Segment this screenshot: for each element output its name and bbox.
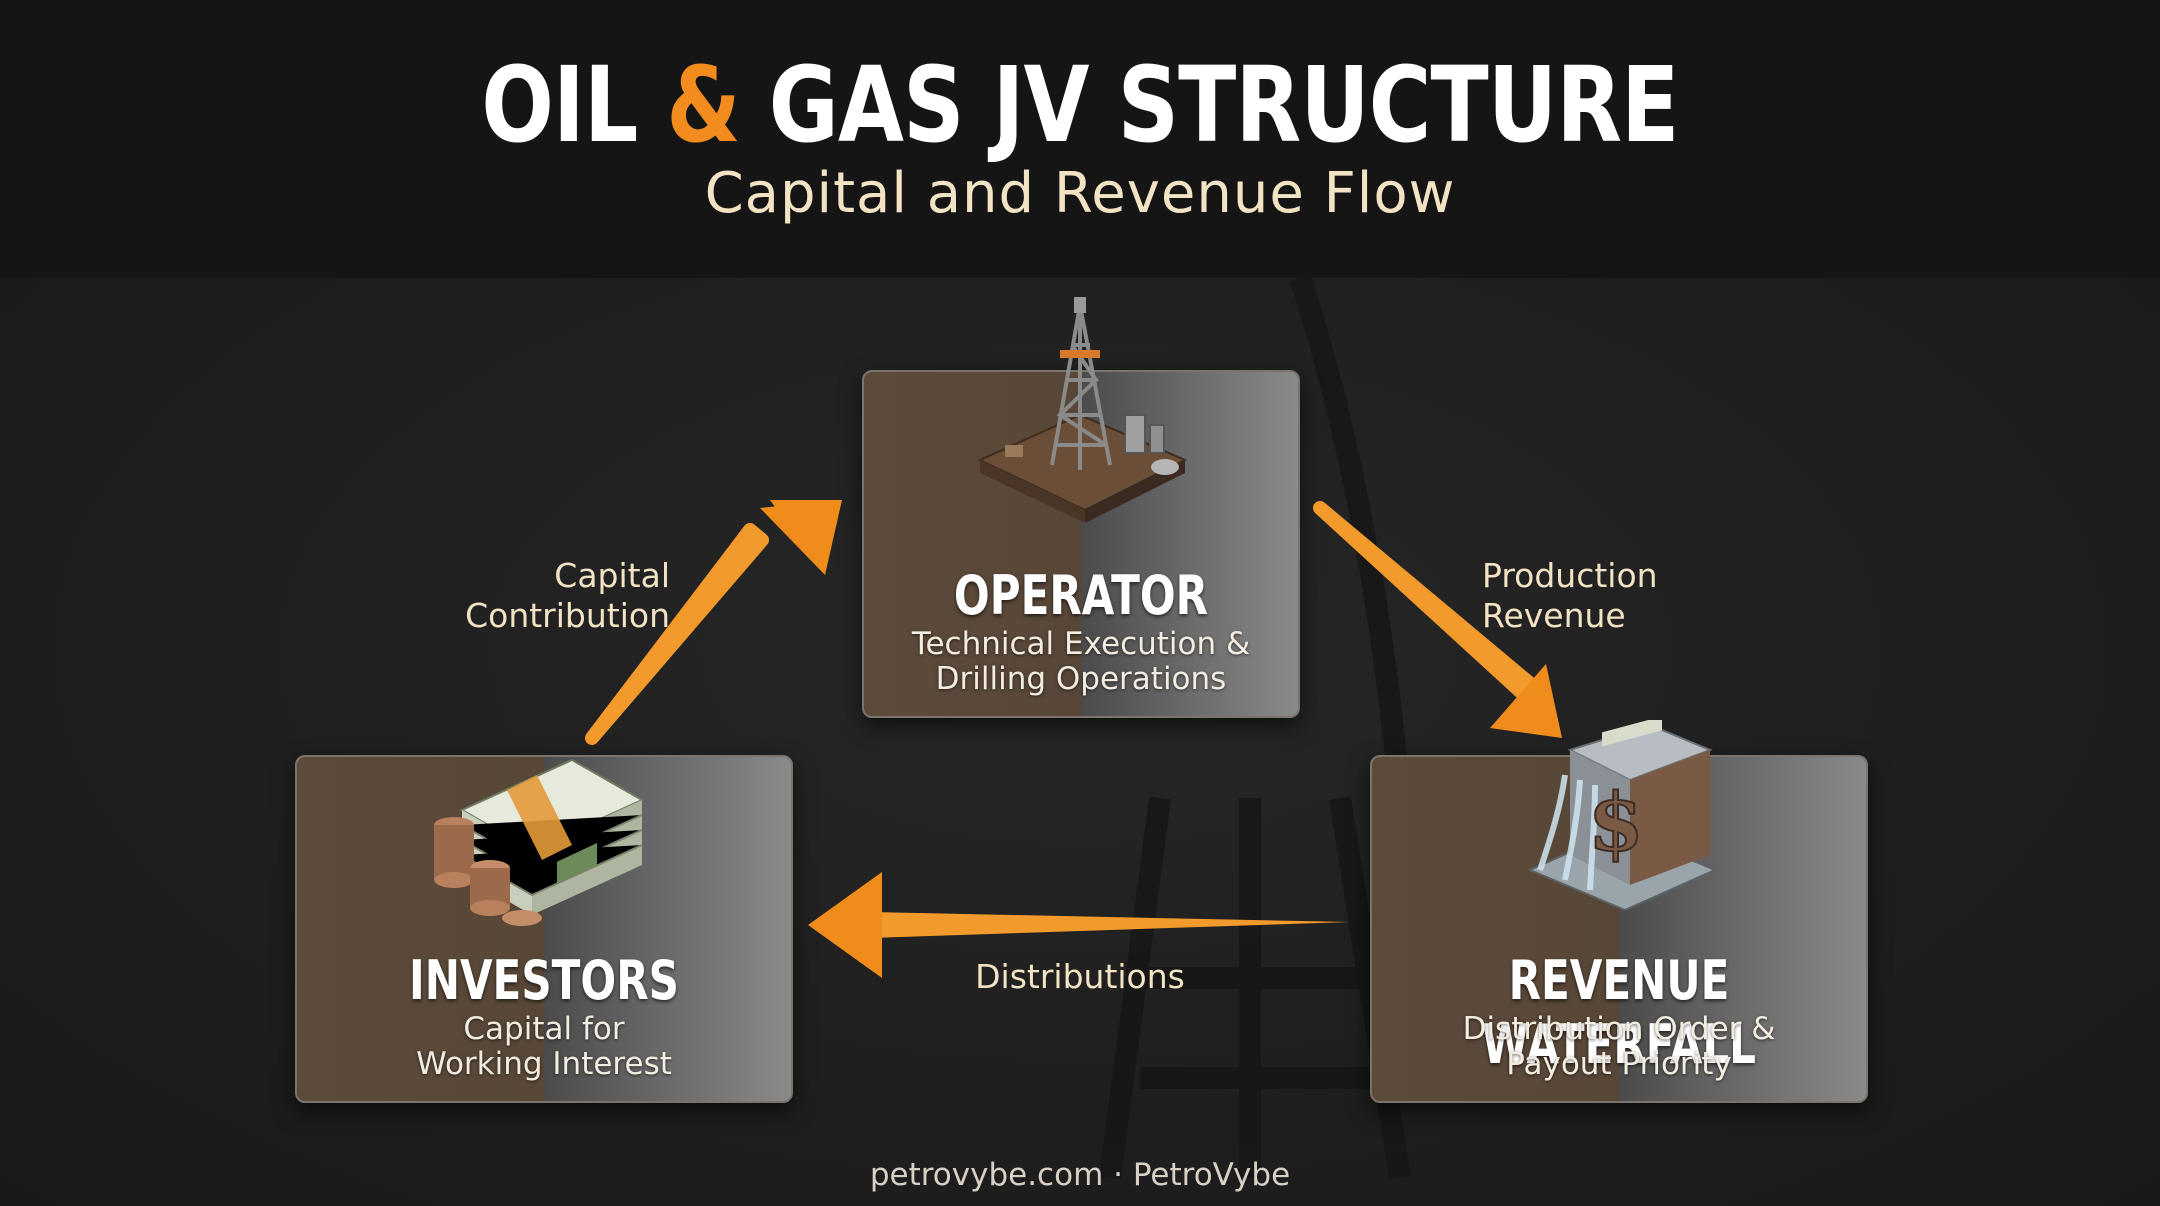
production-label-line1: Production [1482, 556, 1658, 595]
capital-contribution-label: Capital Contribution [410, 556, 670, 636]
money-stack-icon [434, 758, 645, 926]
investors-desc-line1: Capital for [463, 1011, 625, 1047]
distributions-label: Distributions [975, 957, 1185, 996]
revenue-waterfall-desc-line1: Distribution Order & [1462, 1011, 1776, 1047]
dollar-fountain-icon: $ [1527, 720, 1718, 910]
capital-label-line1: Capital [554, 556, 670, 595]
capital-contribution-arrow [585, 500, 842, 745]
title-ampersand: & [666, 44, 740, 166]
revenue-waterfall-title: REVENUE WATERFALL [1481, 949, 1757, 1076]
distributions-arrow [808, 872, 1350, 978]
revenue-waterfall-desc-line2: Payout Priority [1506, 1046, 1732, 1082]
header-band [0, 0, 2160, 278]
production-revenue-arrow [1313, 501, 1562, 738]
background-derrick-silhouette [1099, 278, 1411, 1180]
operator-desc-line1: Technical Execution & [911, 626, 1251, 662]
page-title: OIL & GAS JV STRUCTURE [194, 40, 1965, 170]
oil-rig-icon [977, 297, 1188, 523]
production-label-line2: Revenue [1482, 596, 1626, 635]
title-text-oil: OIL [481, 44, 667, 166]
investors-card: INVESTORS Capital for Working Interest [295, 755, 793, 1103]
operator-desc-line2: Drilling Operations [935, 661, 1227, 697]
title-text-gas-jv: GAS JV STRUCTURE [739, 44, 1680, 166]
page-subtitle: Capital and Revenue Flow [704, 161, 1456, 226]
investors-title: INVESTORS [409, 949, 679, 1012]
footer-credit: petrovybe.com · PetroVybe [869, 1157, 1291, 1193]
capital-label-line2: Contribution [465, 596, 670, 635]
operator-title: OPERATOR [953, 564, 1209, 627]
svg-text:$: $ [1588, 775, 1644, 869]
production-revenue-label: Production Revenue [1482, 556, 1762, 636]
investors-desc-line2: Working Interest [416, 1046, 672, 1082]
